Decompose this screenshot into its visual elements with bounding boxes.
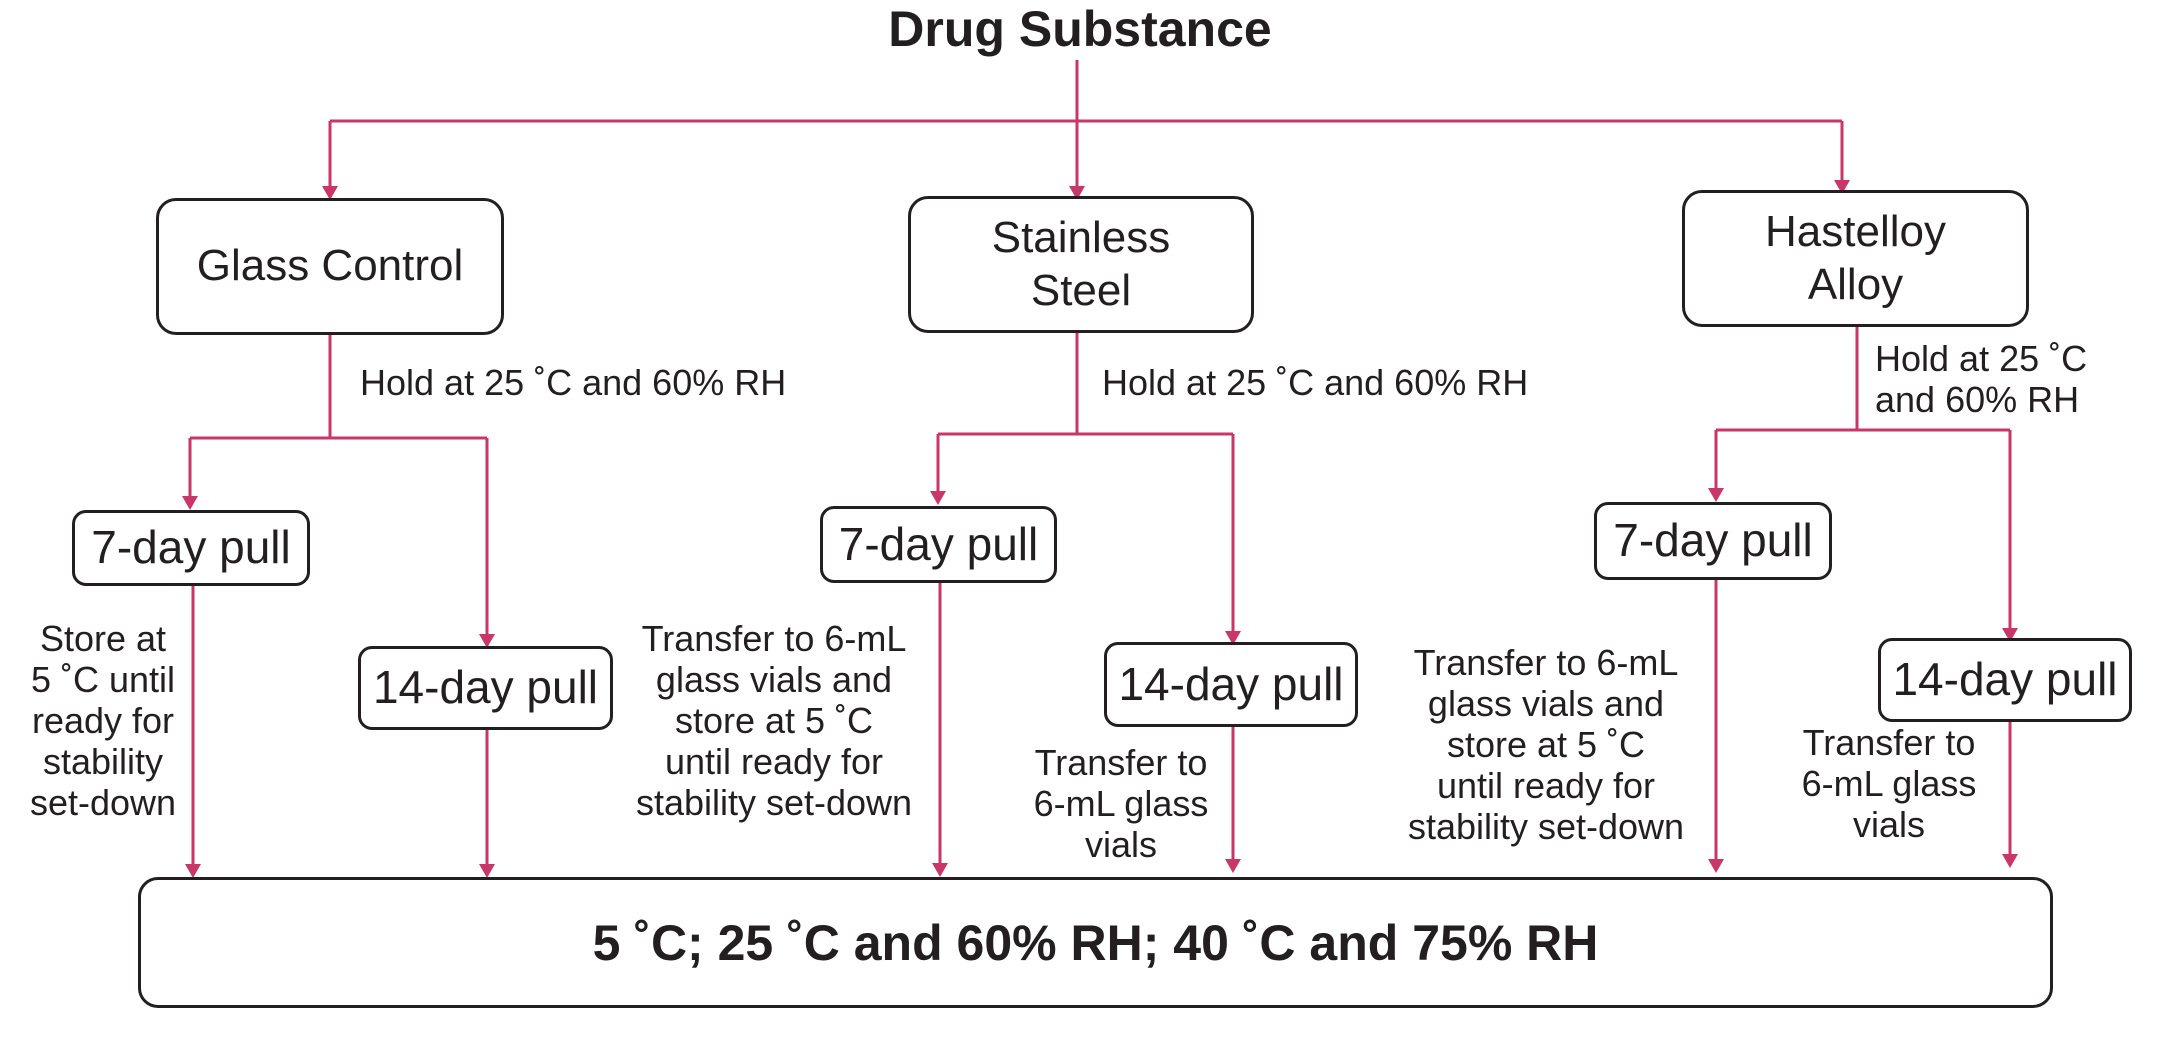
stainless-steel-label-line1: Stainless [991,212,1171,262]
pull-label: 14-day pull [372,661,599,714]
stainless-steel-label-line2: Steel [1030,265,1132,315]
arrow-glass-7 [182,496,198,510]
arrow-steel-7 [930,491,946,505]
note-line: until ready for [664,741,884,782]
note-line: ready for [31,700,175,741]
note-line: store at 5 ˚C [674,700,874,741]
pull-label: 7-day pull [1613,514,1813,567]
pull-label: 7-day pull [91,521,291,574]
storage-conditions-box: 5 ˚C; 25 ˚C and 60% RH; 40 ˚C and 75% RH [138,877,2053,1008]
note-hastelloy-transfer-store: Transfer to 6-mL glass vials and store a… [1376,642,1716,847]
hold-label-hastelloy-line2: and 60% RH [1875,379,2080,421]
arrow-hastelloy-7 [1708,488,1724,502]
note-line: Transfer to [1802,722,1976,763]
arrow-steel-14 [1225,631,1241,645]
arrow-glass-14-final [479,864,495,878]
arrow-steel-14-final [1225,859,1241,873]
note-line: 6-mL glass [1801,763,1977,804]
arrow-steel-7-final [932,863,948,877]
note-line: glass vials and [655,659,893,700]
arrow-glass-14 [479,634,495,648]
note-line: Store at [39,618,167,659]
arrow-hastelloy-7-final [1708,859,1724,873]
hastelloy-alloy-label-line2: Alloy [1807,259,1904,309]
note-line: store at 5 ˚C [1446,724,1646,765]
pull-label: 7-day pull [838,517,1039,570]
connector-steel-split [936,332,1235,635]
note-line: vials [1852,804,1926,845]
pull-label: 14-day pull [1118,657,1344,710]
note-steel-transfer: Transfer to 6-mL glass vials [1010,742,1232,865]
note-line: Transfer to [1034,742,1208,783]
hold-label-hastelloy: Hold at 25 ˚C and 60% RH [1875,338,2087,421]
glass-7-day-pull-box: 7-day pull [72,510,310,586]
note-line: set-down [29,782,177,823]
pull-label: 14-day pull [1892,653,2118,706]
note-line: Transfer to 6-mL [1413,642,1679,683]
glass-14-day-pull-box: 14-day pull [358,646,613,730]
connector-glass-split [188,334,489,638]
arrow-hastelloy-14-final [2002,854,2018,868]
steel-7-day-pull-box: 7-day pull [820,506,1057,583]
stainless-steel-box: Stainless Steel [908,196,1254,333]
hastelloy-alloy-box: Hastelloy Alloy [1682,190,2029,327]
note-line: stability set-down [1407,806,1685,847]
glass-control-box: Glass Control [156,198,504,335]
arrow-steel [1069,186,1085,200]
note-line: until ready for [1436,765,1656,806]
arrow-hastelloy-14 [2002,628,2018,642]
note-steel-transfer-store: Transfer to 6-mL glass vials and store a… [604,618,944,823]
hold-label-hastelloy-line1: Hold at 25 ˚C [1875,338,2088,379]
note-line: Transfer to 6-mL [641,618,907,659]
steel-14-day-pull-box: 14-day pull [1104,642,1358,727]
arrow-glass [322,186,338,200]
connector-hastelloy-split [1714,326,2012,632]
hold-label-steel: Hold at 25 ˚C and 60% RH [1102,362,1529,403]
arrow-hastelloy [1834,180,1850,194]
note-line: glass vials and [1427,683,1665,724]
hastelloy-alloy-label-line1: Hastelloy [1765,206,1946,256]
note-line: stability [42,741,164,782]
diagram-title: Drug Substance [888,1,1272,57]
hold-label-glass: Hold at 25 ˚C and 60% RH [360,362,787,403]
hastelloy-7-day-pull-box: 7-day pull [1594,502,1832,580]
hastelloy-14-day-pull-box: 14-day pull [1878,638,2132,722]
note-hastelloy-transfer: Transfer to 6-mL glass vials [1778,722,2000,845]
note-line: 6-mL glass [1033,783,1209,824]
glass-control-label: Glass Control [196,241,464,291]
arrow-glass-7-final [185,864,201,878]
storage-conditions-label: 5 ˚C; 25 ˚C and 60% RH; 40 ˚C and 75% RH [592,914,1599,971]
note-glass-store: Store at 5 ˚C until ready for stability … [10,618,196,823]
note-line: 5 ˚C until [30,659,176,700]
note-line: vials [1084,824,1158,865]
note-line: stability set-down [635,782,913,823]
